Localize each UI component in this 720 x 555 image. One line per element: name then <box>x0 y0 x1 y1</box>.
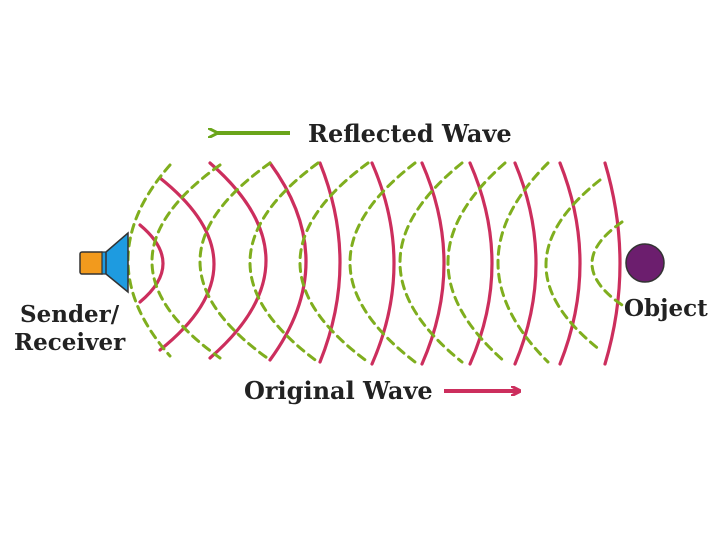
original-wave-arc <box>558 161 582 366</box>
original-wave-arc <box>603 161 622 366</box>
original-wave-arc <box>468 161 494 366</box>
reflected-wave-arc <box>544 178 602 352</box>
reflected-wave-arc <box>248 161 320 364</box>
speaker-body <box>79 251 105 275</box>
object-label: Object <box>624 295 708 322</box>
sender-label-line1: Sender/ <box>20 301 120 328</box>
reflected-wave-arc <box>590 220 624 307</box>
original-wave-arc <box>370 161 396 366</box>
original-wave-arc <box>158 176 216 352</box>
reflected-wave-group <box>126 161 624 364</box>
sphere-icon <box>625 243 665 283</box>
reflected-wave-arc <box>298 161 370 364</box>
sender-label-line2: Receiver <box>14 329 126 356</box>
reflected-wave-arc <box>348 161 417 364</box>
speaker-icon <box>79 231 129 294</box>
reflected-wave-arc <box>496 161 550 364</box>
reflected-wave-arc <box>198 161 272 362</box>
original-wave-group <box>138 161 622 366</box>
original-wave-arc <box>268 161 308 362</box>
reflected-wave-label: Reflected Wave <box>308 119 512 148</box>
original-wave-arc <box>138 223 165 304</box>
original-wave-arc <box>318 161 342 364</box>
original-wave-arc <box>513 161 538 366</box>
speaker-cone <box>105 231 129 294</box>
reflected-wave-arc <box>446 161 507 364</box>
original-wave-arc <box>208 161 268 360</box>
original-wave-arc <box>420 161 446 366</box>
reflected-wave-arc <box>398 161 464 364</box>
original-wave-label: Original Wave <box>244 376 433 405</box>
